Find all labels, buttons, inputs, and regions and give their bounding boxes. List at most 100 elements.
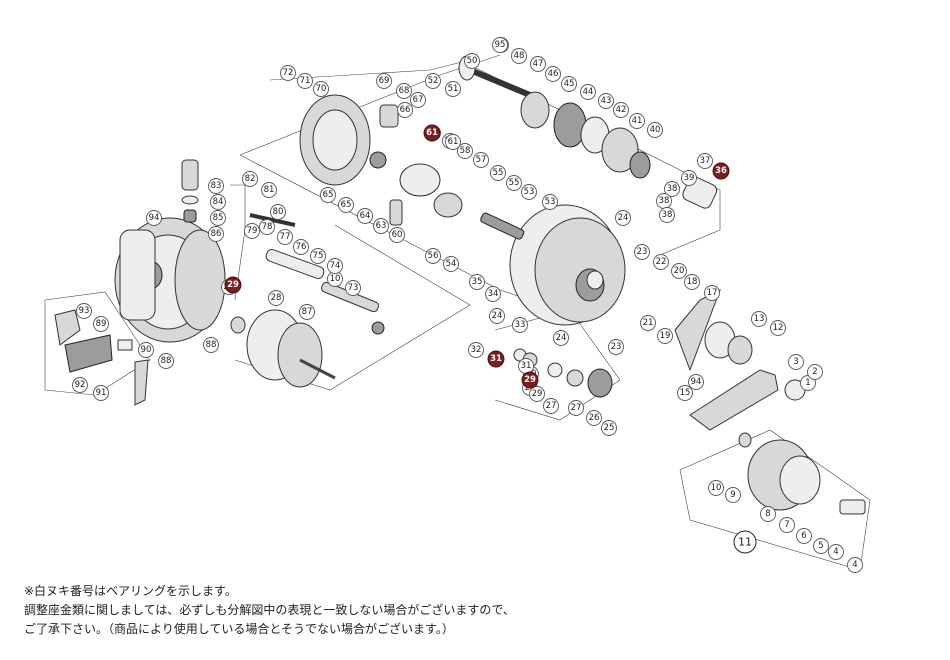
level-wind-shaft [249,213,385,335]
part-number-callout: 85 [210,210,226,226]
part-number-label: 65 [323,190,334,200]
part-number-label: 94 [149,213,160,223]
part-number-callout: 44 [580,84,596,100]
part-number-label: 28 [271,293,282,303]
part-number-callout: 32 [468,342,484,358]
part-number-callout: 57 [473,152,489,168]
part-number-label: 57 [476,155,487,165]
part-number-label: 51 [448,84,459,94]
part-number-callout: 39 [681,170,697,186]
part-number-callout: 90 [138,342,154,358]
part-number-label: 47 [533,59,544,69]
part-number-label: 53 [545,197,556,207]
part-number-label: 12 [773,323,784,333]
part-number-callout: 37 [697,153,713,169]
part-number-callout: 38 [656,193,672,209]
part-number-callout: 88 [203,337,219,353]
part-number-label: 23 [611,342,622,352]
part-number-callout: 70 [313,81,329,97]
part-number-callout: 92 [72,377,88,393]
bearing-callout: 36 [712,162,730,180]
part-number-callout: 53 [542,194,558,210]
part-number-label: 78 [262,222,273,232]
part-number-callout: 28 [268,290,284,306]
part-number-label: 34 [488,289,499,299]
reference-number-label: 11 [738,536,752,549]
bearing-number-label: 29 [524,375,536,385]
part-number-callout: 4 [828,544,844,560]
part-number-callouts: 1234456789101011121315171819202122232324… [72,37,863,573]
part-number-callout: 87 [299,304,315,320]
part-number-callout: 84 [210,194,226,210]
part-number-callout: 80 [270,204,286,220]
part-number-label: 48 [514,51,525,61]
part-number-label: 24 [492,311,503,321]
part-number-label: 52 [428,76,439,86]
part-number-callout: 8 [760,506,776,522]
part-number-label: 64 [360,211,371,221]
part-number-label: 65 [341,200,352,210]
bearing-callout: 29 [224,276,242,294]
part-number-callout: 55 [506,175,522,191]
right-frame-side-plate [509,204,626,326]
part-number-label: 4 [852,560,857,570]
part-number-label: 1 [805,378,810,388]
part-number-callout: 20 [671,263,687,279]
part-number-callout: 12 [770,320,786,336]
part-number-label: 66 [400,105,411,115]
part-number-callout: 18 [684,274,700,290]
part-number-callout: 50 [464,53,480,69]
part-number-callout: 45 [561,76,577,92]
part-number-callout: 19 [657,328,673,344]
part-number-callout: 17 [704,285,720,301]
part-number-label: 44 [583,87,594,97]
part-number-callout: 41 [629,113,645,129]
part-number-label: 74 [330,261,341,271]
part-number-callout: 55 [490,165,506,181]
part-number-label: 76 [296,242,307,252]
part-number-label: 17 [707,288,718,298]
bearing-number-label: 31 [490,354,502,364]
part-number-label: 42 [616,105,627,115]
part-number-label: 58 [460,146,471,156]
part-number-callout: 83 [208,178,224,194]
part-number-callout: 27 [543,398,559,414]
part-number-label: 13 [754,314,765,324]
bearing-number-label: 29 [227,280,239,290]
part-number-callout: 64 [357,208,373,224]
part-number-label: 71 [300,76,311,86]
washer-note-line2: ご了承下さい。（商品により使用している場合とそうでない場合がございます。） [24,622,454,636]
part-number-label: 55 [493,168,504,178]
part-number-label: 72 [283,68,294,78]
part-number-label: 25 [604,423,615,433]
part-number-label: 31 [521,361,532,371]
part-number-label: 8 [765,509,770,519]
part-number-callout: 38 [659,207,675,223]
part-number-callout: 4 [847,557,863,573]
part-number-callout: 81 [261,182,277,198]
part-number-label: 63 [376,221,387,231]
part-number-label: 88 [161,356,172,366]
part-number-callout: 9 [725,487,741,503]
part-number-label: 46 [548,69,559,79]
part-number-label: 19 [660,331,671,341]
part-number-callout: 24 [489,308,505,324]
part-number-callout: 24 [615,210,631,226]
part-number-label: 61 [448,137,459,147]
part-number-callout: 43 [598,93,614,109]
part-number-callout: 72 [280,65,296,81]
part-number-label: 56 [428,251,439,261]
part-number-callout: 2 [807,364,823,380]
part-number-label: 91 [96,388,107,398]
part-number-label: 81 [264,185,275,195]
part-number-label: 80 [273,207,284,217]
part-number-callout: 40 [647,122,663,138]
part-number-callout: 52 [425,73,441,89]
part-number-callout: 88 [158,353,174,369]
part-number-label: 86 [211,229,222,239]
part-number-label: 3 [793,357,798,367]
part-number-callout: 48 [511,48,527,64]
part-number-callout: 91 [93,385,109,401]
assembly-reference-callout: 11 [733,530,757,554]
part-number-callout: 31 [518,358,534,374]
